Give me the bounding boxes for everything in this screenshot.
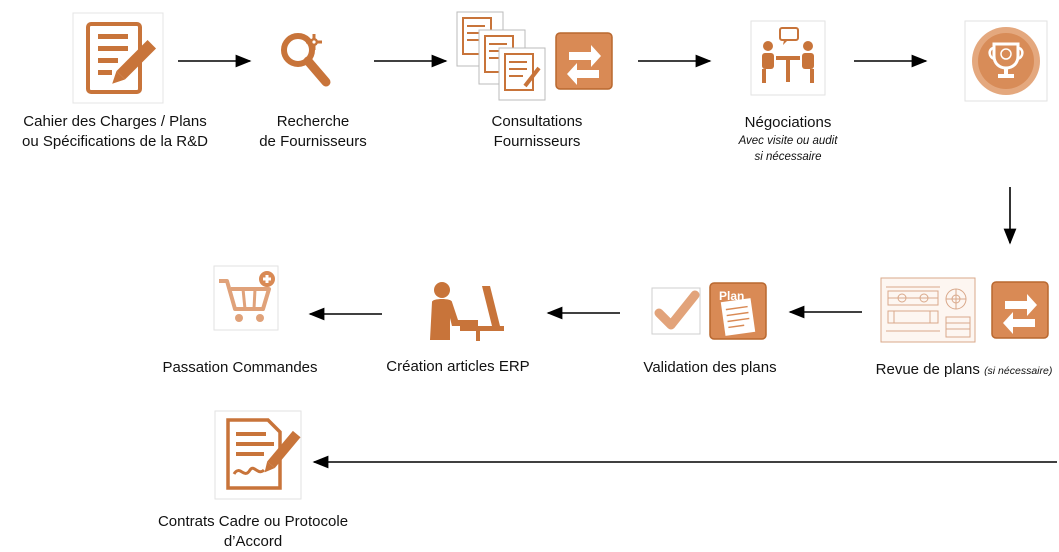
- label-contrats-line1: Contrats Cadre ou Protocole: [157, 513, 349, 530]
- document-pencil-icon: [72, 12, 164, 104]
- label-consultations: Consultations Fournisseurs: [467, 112, 607, 152]
- label-passation: Passation Commandes: [145, 358, 335, 378]
- trophy-icon: [964, 20, 1048, 102]
- label-consultations-line1: Consultations: [491, 113, 583, 130]
- plan-icon-text: Plan: [719, 289, 744, 303]
- person-computer-icon: [420, 280, 506, 344]
- label-revue-line1: Revue de plans: [875, 361, 980, 378]
- checkmark-icon: [651, 287, 701, 335]
- label-negociations-line1: Négociations: [744, 114, 832, 131]
- meeting-icon: [750, 20, 826, 96]
- plan-document-icon: Plan: [709, 282, 767, 340]
- label-creation-line1: Création articles ERP: [386, 358, 530, 375]
- exchange-arrows-icon: [555, 32, 613, 90]
- label-contrats: Contrats Cadre ou Protocole d’Accord: [128, 512, 378, 552]
- contract-signature-icon: [214, 410, 302, 500]
- label-cahier-line1: Cahier des Charges / Plans: [23, 113, 207, 130]
- label-recherche-line1: Recherche: [276, 113, 350, 130]
- label-consultations-line2: Fournisseurs: [493, 133, 581, 150]
- documents-stack-icon: [455, 10, 550, 102]
- label-negociations: Négociations Avec visite ou audit si néc…: [718, 113, 858, 165]
- label-cahier: Cahier des Charges / Plans ou Spécificat…: [0, 112, 230, 152]
- label-negociations-line2: Avec visite ou audit: [738, 135, 838, 147]
- label-validation-line1: Validation des plans: [643, 359, 777, 376]
- label-contrats-line2: d’Accord: [223, 533, 283, 550]
- label-negociations-line3: si nécessaire: [754, 151, 822, 163]
- exchange-arrows-icon: [991, 281, 1049, 339]
- label-revue: Revue de plans (si nécessaire): [868, 360, 1059, 381]
- technical-drawing-icon: [880, 277, 976, 343]
- cart-add-icon: [213, 265, 279, 331]
- label-recherche-line2: de Fournisseurs: [259, 133, 367, 150]
- magnifier-gear-icon: [268, 18, 346, 96]
- label-cahier-line2: ou Spécifications de la R&D: [22, 133, 208, 150]
- label-recherche: Recherche de Fournisseurs: [233, 112, 393, 152]
- label-validation: Validation des plans: [640, 358, 780, 378]
- label-passation-line1: Passation Commandes: [162, 359, 318, 376]
- label-creation: Création articles ERP: [368, 357, 548, 377]
- label-revue-note: (si nécessaire): [984, 365, 1053, 377]
